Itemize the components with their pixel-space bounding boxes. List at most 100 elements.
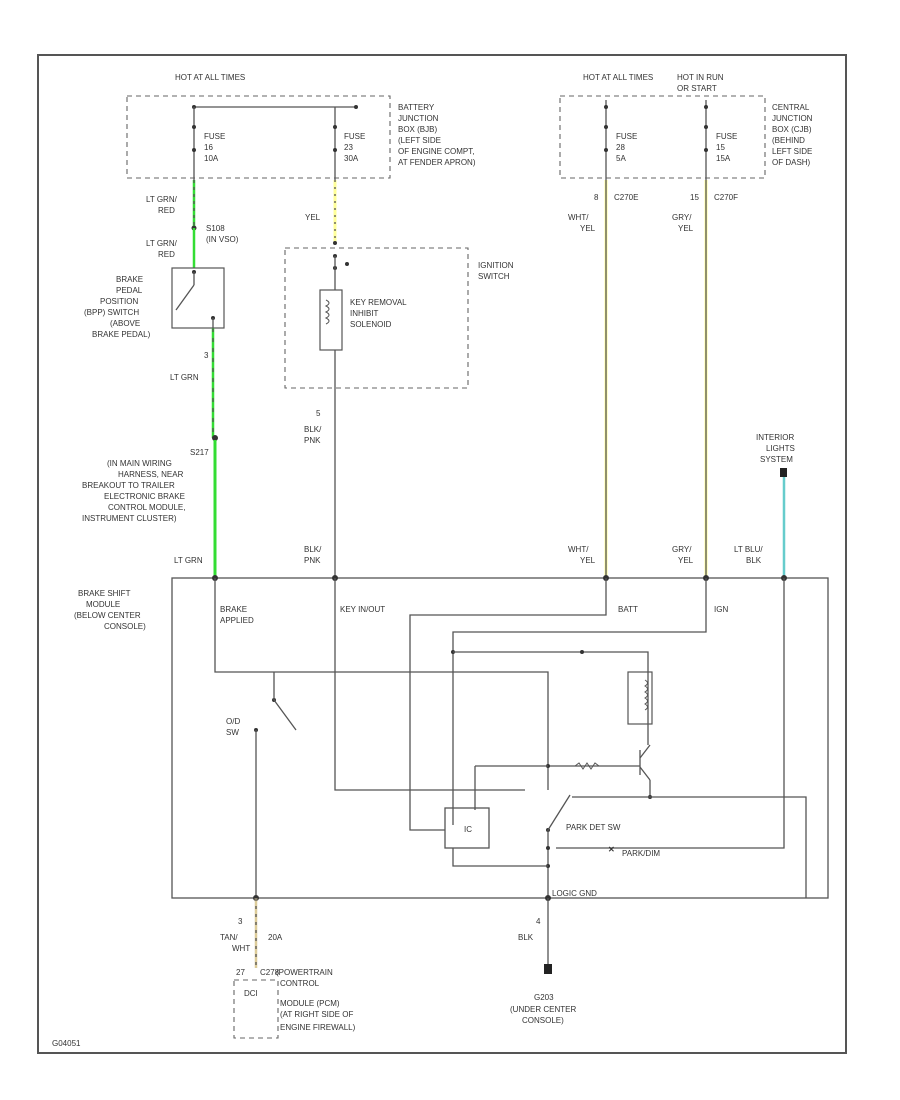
svg-text:LOGIC GND: LOGIC GND — [552, 889, 597, 898]
fuse-box-1-header: HOT AT ALL TIMES — [175, 73, 245, 82]
interior-lights-branch: INTERIOR LIGHTS SYSTEM LT BLU/ BLK — [734, 433, 795, 578]
fuse-box-1-location: BATTERY JUNCTION BOX (BJB) (LEFT SIDE OF… — [398, 103, 476, 167]
svg-text:BATT: BATT — [618, 605, 638, 614]
svg-text:(UNDER CENTER: (UNDER CENTER — [510, 1005, 576, 1014]
svg-text:(IN MAIN WIRING: (IN MAIN WIRING — [107, 459, 172, 468]
svg-text:S108: S108 — [206, 224, 225, 233]
svg-text:PNK: PNK — [304, 436, 321, 445]
svg-text:27: 27 — [236, 968, 245, 977]
svg-text:BOX (CJB): BOX (CJB) — [772, 125, 812, 134]
svg-text:HOT IN RUN: HOT IN RUN — [677, 73, 724, 82]
svg-text:SOLENOID: SOLENOID — [350, 320, 392, 329]
svg-text:MODULE (PCM): MODULE (PCM) — [280, 999, 340, 1008]
bpp-pin-3: 3 — [204, 351, 209, 360]
svg-text:LT GRN/: LT GRN/ — [146, 239, 178, 248]
svg-text:INTERIOR: INTERIOR — [756, 433, 794, 442]
svg-text:JUNCTION: JUNCTION — [772, 114, 813, 123]
svg-text:4: 4 — [536, 917, 541, 926]
module-ic — [444, 807, 490, 849]
svg-text:23: 23 — [344, 143, 353, 152]
svg-text:INSTRUMENT CLUSTER): INSTRUMENT CLUSTER) — [82, 514, 177, 523]
diagram-frame — [37, 54, 847, 1054]
svg-text:WHT: WHT — [232, 944, 250, 953]
fuse-15: FUSE 15 15A — [716, 132, 737, 163]
battery-junction-box: HOT AT ALL TIMES FUSE 16 10A FUSE 23 30A… — [126, 73, 476, 180]
svg-text:(BELOW CENTER: (BELOW CENTER — [74, 611, 141, 620]
svg-text:(ABOVE: (ABOVE — [110, 319, 140, 328]
module-label: BRAKE SHIFT MODULE (BELOW CENTER CONSOLE… — [74, 589, 146, 631]
ignition-switch — [284, 247, 469, 389]
svg-text:(BEHIND: (BEHIND — [772, 136, 805, 145]
svg-text:KEY REMOVAL: KEY REMOVAL — [350, 298, 407, 307]
svg-text:RED: RED — [158, 206, 175, 215]
pcm-branch: 3 TAN/ WHT 20A 27 C278 DCI (POWERTRAIN C… — [220, 895, 356, 1039]
svg-text:(LEFT SIDE: (LEFT SIDE — [398, 136, 441, 145]
ground-branch: 4 BLK G203 (UNDER CENTER CONSOLE) — [510, 895, 576, 1025]
svg-text:5: 5 — [316, 409, 321, 418]
svg-text:SW: SW — [226, 728, 239, 737]
svg-text:BLK: BLK — [746, 556, 762, 565]
fuse-28: FUSE 28 5A — [616, 132, 637, 163]
svg-text:APPLIED: APPLIED — [220, 616, 254, 625]
cjb-feed-wires: WHT/ YEL GRY/ YEL WHT/ YEL GRY/ YEL — [568, 180, 708, 578]
svg-text:YEL: YEL — [580, 224, 596, 233]
bpp-switch — [171, 267, 225, 329]
splice-s217 — [212, 435, 218, 441]
svg-text:BATTERY: BATTERY — [398, 103, 435, 112]
svg-text:LT GRN: LT GRN — [170, 373, 199, 382]
svg-text:C278: C278 — [260, 968, 280, 977]
svg-text:WHT/: WHT/ — [568, 213, 589, 222]
fuse-box-2-header-a: HOT AT ALL TIMES — [583, 73, 653, 82]
svg-text:IGNITION: IGNITION — [478, 261, 514, 270]
svg-text:BLK: BLK — [518, 933, 534, 942]
svg-text:LT GRN: LT GRN — [174, 556, 203, 565]
brake-pedal-branch: LT GRN/ RED S108 (IN VSO) LT GRN/ RED BR… — [82, 180, 239, 578]
svg-text:BRAKE: BRAKE — [220, 605, 247, 614]
svg-text:PARK DET SW: PARK DET SW — [566, 823, 621, 832]
park-detect-switch — [547, 794, 571, 831]
svg-text:OF ENGINE COMPT,: OF ENGINE COMPT, — [398, 147, 474, 156]
svg-text:SWITCH: SWITCH — [478, 272, 510, 281]
svg-text:(POWERTRAIN: (POWERTRAIN — [276, 968, 333, 977]
svg-text:AT FENDER APRON): AT FENDER APRON) — [398, 158, 476, 167]
interior-lights-connector — [780, 468, 787, 477]
svg-text:HARNESS, NEAR: HARNESS, NEAR — [118, 470, 184, 479]
svg-text:30A: 30A — [344, 154, 359, 163]
svg-text:YEL: YEL — [580, 556, 596, 565]
svg-text:JUNCTION: JUNCTION — [398, 114, 439, 123]
svg-text:15: 15 — [716, 143, 725, 152]
svg-text:CONSOLE): CONSOLE) — [522, 1016, 564, 1025]
svg-text:YEL: YEL — [678, 556, 694, 565]
svg-text:S217: S217 — [190, 448, 209, 457]
svg-text:CENTRAL: CENTRAL — [772, 103, 810, 112]
svg-text:(BPP) SWITCH: (BPP) SWITCH — [84, 308, 139, 317]
svg-text:16: 16 — [204, 143, 213, 152]
svg-text:28: 28 — [616, 143, 625, 152]
svg-text:(IN VSO): (IN VSO) — [206, 235, 239, 244]
svg-text:FUSE: FUSE — [716, 132, 737, 141]
svg-text:BRAKE: BRAKE — [116, 275, 143, 284]
svg-text:G203: G203 — [534, 993, 554, 1002]
svg-text:RED: RED — [158, 250, 175, 259]
pin-8: 8 — [594, 193, 599, 202]
od-switch — [273, 699, 297, 731]
svg-text:LIGHTS: LIGHTS — [766, 444, 795, 453]
svg-text:10A: 10A — [204, 154, 219, 163]
svg-text:IGN: IGN — [714, 605, 728, 614]
fuse-23: FUSE 23 30A — [344, 132, 365, 163]
ground-g203 — [544, 964, 552, 974]
svg-text:PNK: PNK — [304, 556, 321, 565]
fuse-box-2-location: CENTRAL JUNCTION BOX (CJB) (BEHIND LEFT … — [772, 103, 813, 167]
svg-text:5A: 5A — [616, 154, 626, 163]
svg-text:BRAKE PEDAL): BRAKE PEDAL) — [92, 330, 151, 339]
svg-text:GRY/: GRY/ — [672, 213, 692, 222]
svg-text:IC: IC — [464, 825, 472, 834]
svg-text:(AT RIGHT SIDE OF: (AT RIGHT SIDE OF — [280, 1010, 353, 1019]
svg-text:FUSE: FUSE — [344, 132, 365, 141]
svg-text:BOX (BJB): BOX (BJB) — [398, 125, 437, 134]
svg-text:BRAKE SHIFT: BRAKE SHIFT — [78, 589, 131, 598]
svg-text:FUSE: FUSE — [616, 132, 637, 141]
svg-text:CONSOLE): CONSOLE) — [104, 622, 146, 631]
central-junction-box: HOT AT ALL TIMES HOT IN RUN OR START FUS… — [559, 73, 813, 202]
